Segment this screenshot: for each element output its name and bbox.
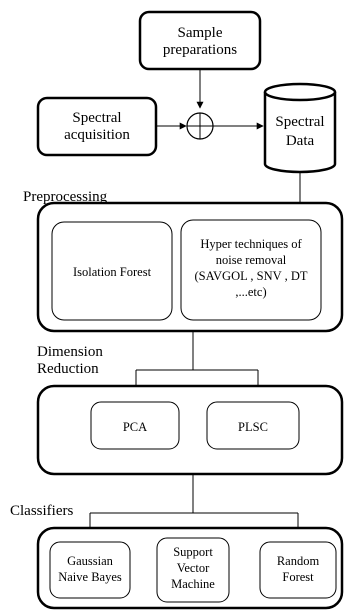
spectral-acquisition-line-2: acquisition (64, 127, 130, 143)
section-label-classifiers: Classifiers (10, 503, 73, 519)
classifiers-container: Gaussian Naive Bayes Support Vector Mach… (36, 526, 344, 610)
svm-line-1: Support (173, 545, 213, 559)
random-forest-line-1: Random (277, 554, 320, 568)
noise-removal-line-2: noise removal (216, 253, 287, 267)
sample-preparations-line-1: Sample (178, 25, 223, 41)
spectral-data-line-2: Data (286, 133, 315, 149)
preprocessing-container: Isolation Forest Hyper techniques of noi… (36, 201, 344, 333)
spectral-acquisition-box: Spectral acquisition (36, 96, 158, 157)
section-label-preprocessing: Preprocessing (23, 189, 108, 205)
noise-removal-line-1: Hyper techniques of (200, 237, 302, 251)
summing-junction (186, 112, 214, 140)
plsc-label: PLSC (238, 420, 268, 434)
random-forest-line-2: Forest (282, 570, 314, 584)
svm-line-3: Machine (171, 577, 215, 591)
spectral-data-line-1: Spectral (275, 114, 324, 130)
sample-preparations-box: Sample preparations (138, 10, 262, 71)
gaussian-nb-line-1: Gaussian (67, 554, 114, 568)
isolation-forest-label: Isolation Forest (73, 265, 152, 279)
spectral-acquisition-line-1: Spectral (72, 110, 121, 126)
svm-line-2: Vector (177, 561, 210, 575)
noise-removal-line-3: (SAVGOL , SNV , DT (195, 269, 308, 283)
dimension-reduction-container: PCA PLSC (36, 384, 344, 476)
gaussian-nb-line-2: Naive Bayes (58, 570, 122, 584)
pca-label: PCA (123, 420, 147, 434)
noise-removal-line-4: ,...etc) (235, 285, 266, 299)
spectral-data-cylinder: Spectral Data (263, 82, 337, 174)
section-label-reduction: Reduction (37, 361, 99, 377)
section-label-dimension: Dimension (37, 344, 103, 360)
sample-preparations-line-2: preparations (163, 42, 237, 58)
